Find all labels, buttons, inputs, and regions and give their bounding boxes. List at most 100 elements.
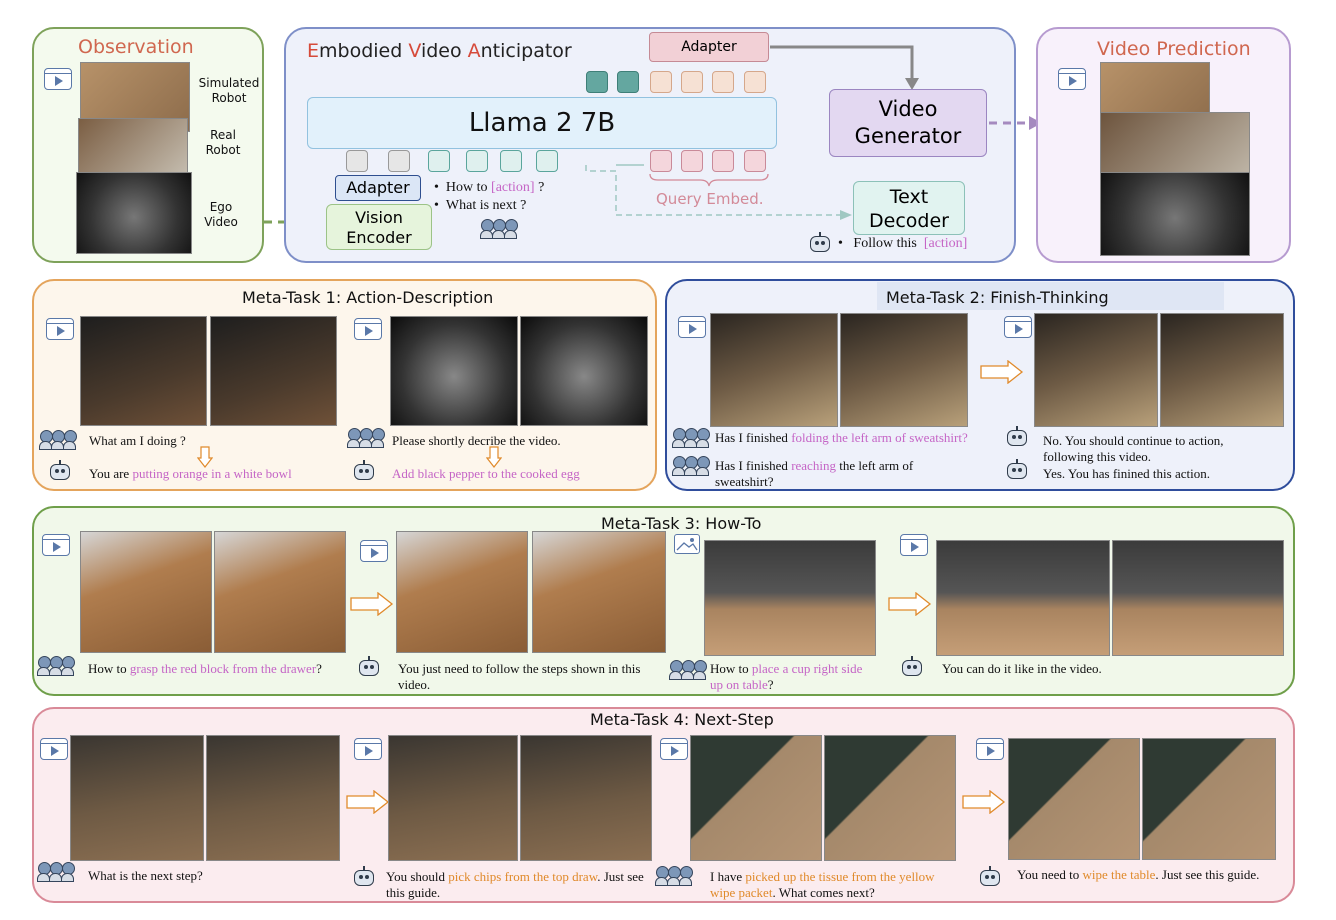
people-icon [669, 660, 707, 680]
mt4-frame-8 [1142, 738, 1276, 860]
mt3-frame-1 [80, 531, 212, 653]
bullet-how-to: • How to [action] ? [434, 180, 545, 195]
pred-ego-frame [1100, 172, 1250, 256]
token-bottom-1 [346, 150, 368, 172]
people-icon [655, 866, 693, 886]
mt4-frame-4 [520, 735, 652, 861]
mt2-answer-2: Yes. You has finined this action. [1043, 466, 1210, 481]
mt3-frame-7 [1112, 540, 1284, 656]
token-top-3 [650, 71, 672, 93]
adapter-top-box: Adapter [649, 32, 769, 62]
token-top-5 [712, 71, 734, 93]
mt3-frame-4 [532, 531, 666, 653]
down-arrow [197, 446, 213, 468]
meta-task-3-title: Meta-Task 3: How-To [601, 514, 762, 533]
video-icon [360, 540, 388, 562]
token-top-2 [617, 71, 639, 93]
mt1-frame-3 [390, 316, 518, 426]
people-icon [672, 428, 710, 448]
token-bottom-6 [536, 150, 558, 172]
video-icon [1058, 68, 1086, 90]
mt4-frame-1 [70, 735, 204, 861]
video-icon [44, 68, 72, 90]
token-bottom-5 [500, 150, 522, 172]
token-top-4 [681, 71, 703, 93]
robot-icon [978, 866, 1002, 888]
mt3-answer-2: You can do it like in the video. [942, 661, 1102, 676]
meta-task-2-title: Meta-Task 2: Finish-Thinking [886, 288, 1109, 307]
adapter-to-generator-arrow [770, 45, 919, 90]
meta-task-4-title: Meta-Task 4: Next-Step [590, 710, 774, 729]
meta-task-2-title-bg [877, 282, 1224, 310]
robot-icon [352, 866, 376, 888]
mt2-question-2: Has I finished reaching the left arm of … [715, 458, 914, 489]
query-embed-label: Query Embed. [656, 190, 764, 208]
adapter-bottom-box: Adapter [335, 175, 421, 201]
meta-task-1-title: Meta-Task 1: Action-Description [242, 288, 494, 307]
video-icon [678, 316, 706, 338]
right-arrow [888, 592, 932, 616]
robot-icon [1005, 459, 1029, 481]
right-arrow [346, 790, 390, 814]
video-icon [660, 738, 688, 760]
mt4-answer-1: You should pick chips from the top draw.… [386, 869, 644, 900]
mt4-question-1: What is the next step? [88, 868, 203, 883]
mt3-frame-3 [396, 531, 528, 653]
mt4-answer-2: You need to wipe the table. Just see thi… [1017, 867, 1260, 882]
follow-action-text: • Follow this [action] [838, 236, 968, 251]
mt2-frame-1 [710, 313, 838, 427]
mt3-frame-6 [936, 540, 1110, 656]
token-query-3 [712, 150, 734, 172]
anticipator-title: Embodied Video Anticipator [307, 40, 572, 62]
video-icon [976, 738, 1004, 760]
mt3-frame-2 [214, 531, 346, 653]
robot-icon [900, 656, 924, 678]
mt1-frame-2 [210, 316, 337, 426]
right-arrow [962, 790, 1006, 814]
mt4-frame-5 [690, 735, 822, 861]
mt2-frame-3 [1034, 313, 1158, 427]
to-text-decoder-arrow [585, 164, 852, 220]
mt4-frame-7 [1008, 738, 1140, 860]
mt4-question-2: I have picked up the tissue from the yel… [710, 869, 935, 900]
token-bottom-2 [388, 150, 410, 172]
right-arrow [980, 360, 1024, 384]
robot-icon [808, 232, 832, 254]
mt3-question-1: How to grasp the red block from the draw… [88, 661, 322, 676]
video-icon [900, 534, 928, 556]
token-query-1 [650, 150, 672, 172]
robot-icon [352, 460, 376, 482]
mt3-question-2: How to place a cup right side up on tabl… [710, 661, 863, 692]
observation-title: Observation [78, 36, 194, 58]
mt1-question-2: Please shortly decribe the video. [392, 433, 561, 448]
mt2-frame-4 [1160, 313, 1284, 427]
prediction-title: Video Prediction [1097, 38, 1251, 60]
mt3-frame-5 [704, 540, 876, 656]
right-arrow [350, 592, 394, 616]
people-icon [347, 428, 385, 448]
people-icon [39, 430, 77, 450]
mt4-frame-2 [206, 735, 340, 861]
people-icon [37, 656, 75, 676]
down-arrow [486, 446, 502, 468]
mt4-frame-3 [388, 735, 518, 861]
people-icon [37, 862, 75, 882]
robot-icon [1005, 426, 1029, 448]
token-query-4 [744, 150, 766, 172]
llm-box: Llama 2 7B [307, 97, 777, 149]
generator-to-prediction-arrow [989, 116, 1042, 130]
token-bottom-3 [428, 150, 450, 172]
image-icon [674, 534, 700, 554]
token-bottom-4 [466, 150, 488, 172]
video-icon [1004, 316, 1032, 338]
video-icon [42, 534, 70, 556]
video-icon [354, 738, 382, 760]
mt1-question-1: What am I doing ? [89, 433, 186, 448]
mt2-frame-2 [840, 313, 968, 427]
ego-video-frame [76, 172, 192, 254]
